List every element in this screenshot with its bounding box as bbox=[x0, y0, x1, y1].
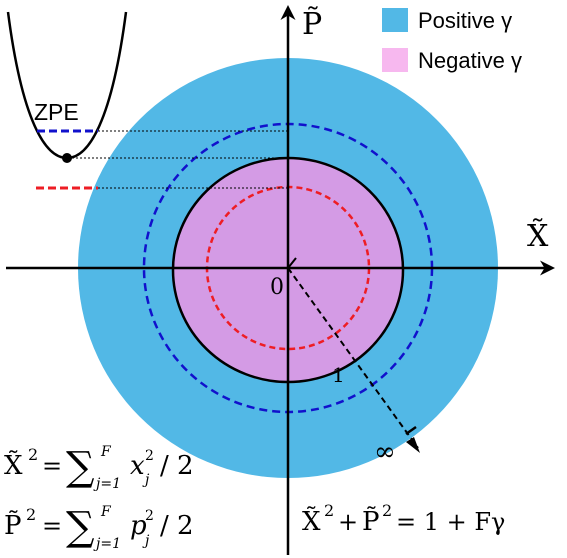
legend-positive-label: Positive γ bbox=[418, 8, 512, 33]
origin-label: 0 bbox=[270, 275, 284, 300]
eq1-summand-power: 2 bbox=[145, 448, 154, 464]
eq1-equals: = bbox=[42, 452, 62, 480]
eq2-equals: = bbox=[42, 512, 62, 540]
eq3-x-term: X̃ bbox=[302, 506, 321, 537]
eq1-upper: F bbox=[100, 444, 112, 460]
eq2-summand: p bbox=[130, 511, 147, 541]
legend-negative-swatch bbox=[382, 48, 408, 72]
origin-tick bbox=[287, 257, 297, 269]
eq2-divisor: / 2 bbox=[160, 511, 194, 541]
eq3-rhs: = 1 + Fγ bbox=[396, 508, 505, 536]
eq3-p-power: 2 bbox=[382, 501, 392, 520]
eq3-plus: + bbox=[338, 508, 358, 536]
eq1-index: j=1 bbox=[93, 476, 121, 492]
legend-positive-swatch bbox=[382, 8, 408, 32]
radial-arrowhead bbox=[406, 437, 420, 453]
infinity-tick bbox=[405, 425, 417, 436]
eq2-summand-power: 2 bbox=[145, 508, 154, 524]
potential-well-curve bbox=[6, 11, 128, 160]
eq2-index: j=1 bbox=[93, 536, 121, 552]
infinity-label: ∞ bbox=[374, 437, 396, 467]
eq2-summand-index: j bbox=[142, 533, 150, 549]
eq2-lhs-power: 2 bbox=[26, 505, 36, 524]
eq1-lhs-power: 2 bbox=[28, 445, 38, 464]
eq1-lhs: X̃ bbox=[4, 450, 23, 481]
eq1-summand: x bbox=[130, 451, 145, 481]
eq1-sum-sign: ∑ bbox=[66, 444, 95, 490]
p-axis-label: P̃ bbox=[302, 7, 322, 42]
eq2-lhs: P̃ bbox=[4, 510, 22, 541]
zpe-label: ZPE bbox=[34, 99, 79, 125]
radial-arrow bbox=[287, 267, 419, 449]
equation-p-squared: P̃ 2 = ∑ F j=1 p 2 j / 2 bbox=[4, 504, 194, 552]
eq3-x-power: 2 bbox=[324, 501, 334, 520]
eq2-upper: F bbox=[100, 504, 112, 520]
equation-constraint: X̃ 2 + P̃ 2 = 1 + Fγ bbox=[302, 501, 505, 537]
legend-negative-label: Negative γ bbox=[418, 48, 522, 73]
radius-one-label: 1 bbox=[332, 363, 345, 387]
eq2-sum-sign: ∑ bbox=[66, 504, 95, 550]
eq3-p-term: P̃ bbox=[362, 506, 380, 537]
eq1-divisor: / 2 bbox=[160, 451, 194, 481]
x-axis-label: X̃ bbox=[527, 219, 549, 254]
minimum-dot bbox=[62, 153, 72, 163]
equation-x-squared: X̃ 2 = ∑ F j=1 x 2 j / 2 bbox=[4, 444, 194, 492]
eq1-summand-index: j bbox=[142, 472, 150, 488]
